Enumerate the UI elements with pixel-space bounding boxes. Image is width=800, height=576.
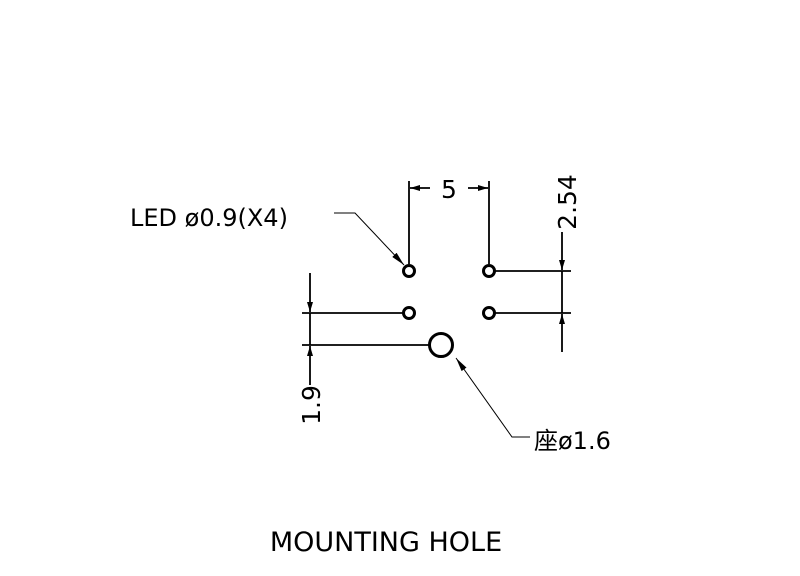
seat-hole xyxy=(428,332,454,358)
led-leader xyxy=(334,212,405,266)
dim-text-seat-offset: 1.9 xyxy=(297,385,326,425)
dim-text-vertical-pitch: 2.54 xyxy=(553,174,582,230)
dimension-seat-offset xyxy=(302,273,429,385)
led-hole-top-right xyxy=(482,264,496,278)
led-hole-bottom-left xyxy=(402,306,416,320)
led-hole-top-left xyxy=(402,264,416,278)
seat-label: 座ø1.6 xyxy=(534,427,611,455)
drawing-title: MOUNTING HOLE xyxy=(270,527,502,558)
dimension-vertical-pitch xyxy=(495,232,571,352)
led-label: LED ø0.9(X4) xyxy=(130,204,288,232)
led-hole-bottom-right xyxy=(482,306,496,320)
dimension-horizontal-pitch xyxy=(408,181,490,264)
dim-text-horizontal-pitch: 5 xyxy=(441,175,457,204)
seat-leader xyxy=(455,357,530,438)
